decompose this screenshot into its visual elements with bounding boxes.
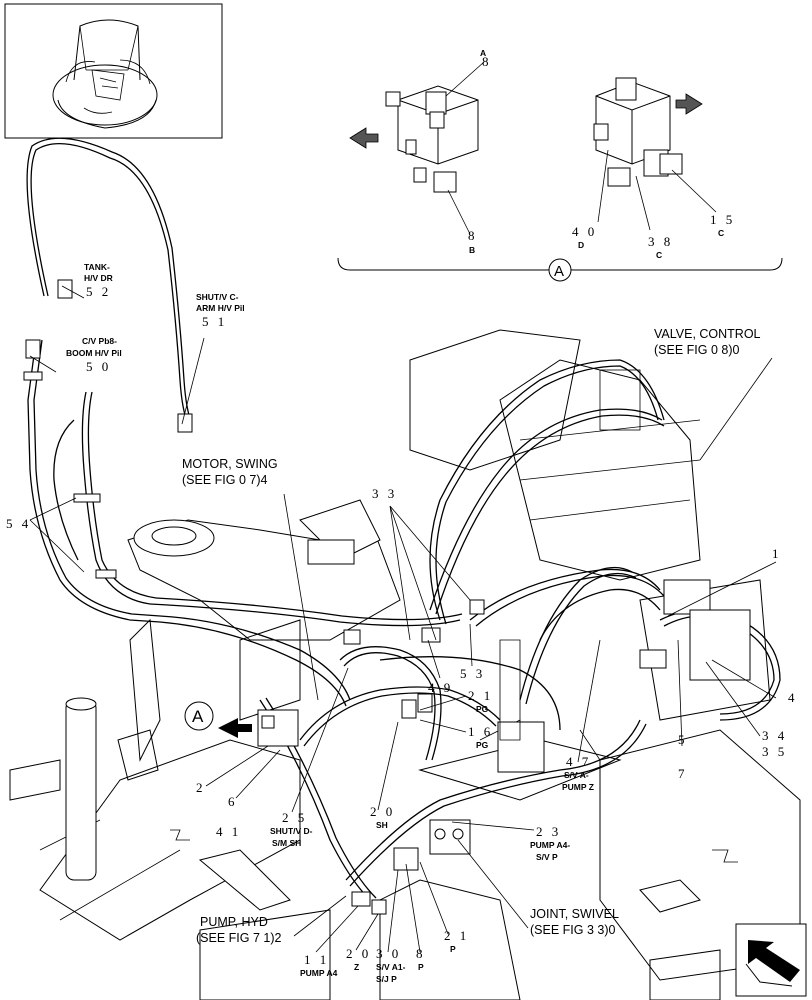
detail-a-letter: A — [554, 263, 564, 280]
callout-11: 1 1 — [304, 952, 329, 967]
callout-b-letter: B — [469, 245, 475, 255]
callout-49: 4 9 — [428, 680, 453, 695]
label-pg-2: PG — [476, 740, 489, 750]
label-shut-c-line1: SHUT/V C- — [196, 292, 239, 302]
label-cv-line2: BOOM H/V Pil — [66, 348, 122, 358]
label-shut-c-line2: ARM H/V Pil — [196, 303, 245, 313]
callout-4: 4 — [788, 690, 798, 705]
callout-35: 3 5 — [762, 744, 787, 759]
label-z: Z — [354, 962, 359, 972]
label-p-2: P — [450, 944, 456, 954]
label-pa4-line1: PUMP A4- — [530, 840, 570, 850]
callout-16-pg: 1 6 — [468, 724, 493, 739]
callout-d-number: 4 0 — [572, 224, 597, 239]
callout-a-letter: A — [480, 48, 486, 58]
callout-20-sh: 2 0 — [370, 804, 395, 819]
callout-a-number: 8 — [482, 54, 492, 69]
callout-1: 1 — [772, 546, 782, 561]
label-valve-line2: (SEE FIG 0 8)0 — [654, 343, 739, 357]
view-arrow-icon — [218, 718, 252, 738]
direction-arrow-right-icon — [675, 93, 703, 115]
callout-5: 5 — [678, 732, 688, 747]
callout-6: 6 — [228, 794, 238, 809]
label-sva-line2: PUMP Z — [562, 782, 594, 792]
hose-lines — [23, 137, 463, 707]
callout-47: 4 7 — [566, 754, 591, 769]
callout-c2-number: 1 5 — [710, 212, 735, 227]
callout-25: 2 5 — [282, 810, 307, 825]
callout-d-letter: D — [578, 240, 584, 250]
callout-c1-number: 3 8 — [648, 234, 673, 249]
label-pump-line2: (SEE FIG 7 1)2 — [196, 931, 281, 945]
view-a-marker — [184, 701, 252, 738]
callout-53: 5 3 — [460, 666, 485, 681]
label-valve-line1: VALVE, CONTROL — [654, 327, 761, 341]
callout-33: 3 3 — [372, 486, 397, 501]
callout-c1-letter: C — [656, 250, 662, 260]
callout-21-p: 2 1 — [444, 928, 469, 943]
callout-34: 3 4 — [762, 728, 787, 743]
label-shutd-line2: S/M SH — [272, 838, 301, 848]
nav-arrow-icon[interactable] — [735, 923, 807, 997]
leader-lines — [29, 285, 777, 953]
direction-arrow-left-icon — [349, 127, 379, 149]
callout-c2-letter: C — [718, 228, 724, 238]
label-cv-number: 5 0 — [86, 359, 111, 374]
label-shut-c-number: 5 1 — [202, 314, 227, 329]
view-a-letter: A — [192, 707, 204, 726]
overview-thumbnail — [4, 3, 223, 139]
label-pg-1: PG — [476, 704, 489, 714]
callout-23: 2 3 — [536, 824, 561, 839]
callout-b-number: 8 — [468, 228, 478, 243]
label-pa4-line2: S/V P — [536, 852, 558, 862]
callout-41: 4 1 — [216, 824, 241, 839]
detail-a-marker — [548, 258, 572, 282]
label-pump-line1: PUMP, HYD — [200, 915, 268, 929]
label-motor-line1: MOTOR, SWING — [182, 457, 278, 471]
label-joint-line2: (SEE FIG 3 3)0 — [530, 923, 615, 937]
callout-21-pg: 2 1 — [468, 688, 493, 703]
callout-2: 2 — [196, 780, 206, 795]
label-joint-line1: JOINT, SWIVEL — [530, 907, 619, 921]
label-sh: SH — [376, 820, 388, 830]
label-pump-a4: PUMP A4 — [300, 968, 338, 978]
callout-30: 3 0 — [376, 946, 401, 961]
main-hoses — [257, 359, 781, 915]
label-tank-line1: TANK- — [84, 262, 110, 272]
detail-a — [337, 61, 783, 282]
label-motor-line2: (SEE FIG 0 7)4 — [182, 473, 267, 487]
callout-8-p: 8 — [416, 946, 426, 961]
label-shutd-line1: SHUT/V D- — [270, 826, 313, 836]
callout-20-z: 2 0 — [346, 946, 371, 961]
label-sva-line1: S/V A- — [564, 770, 589, 780]
callout-7: 7 — [678, 766, 688, 781]
label-cv-line1: C/V Pb8- — [82, 336, 117, 346]
label-sva1-line1: S/V A1- — [376, 962, 406, 972]
frame-structure — [9, 329, 801, 1000]
label-tank-line2: H/V DR — [84, 273, 113, 283]
callout-54: 5 4 — [6, 516, 31, 531]
label-tank-number: 5 2 — [86, 284, 111, 299]
label-p-1: P — [418, 962, 424, 972]
label-sva1-line2: S/J P — [376, 974, 397, 984]
